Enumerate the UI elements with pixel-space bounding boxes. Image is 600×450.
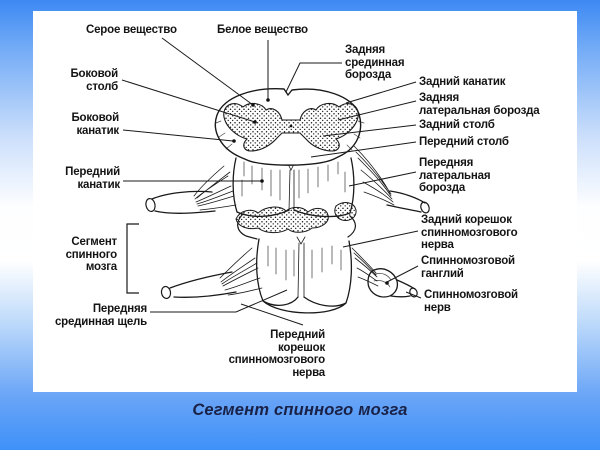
label-spinal-nerve: Спинномозговой нерв (424, 289, 518, 314)
label-posterior-root: Задний корешок спинномозгового нерва (421, 214, 518, 251)
label-lateral-column: Боковой столб (70, 68, 118, 93)
label-anterior-column: Передний столб (419, 136, 509, 148)
label-anterior-funiculus: Передний канатик (65, 166, 120, 191)
label-posterior-lateral-sulcus: Задняя латеральная борозда (419, 92, 540, 117)
lower-segment-drawing (160, 202, 418, 314)
leader-lines (121, 37, 422, 326)
segment-bracket (126, 223, 139, 294)
label-spinal-ganglion: Спинномозговой ганглий (421, 255, 515, 280)
label-posterior-median-sulcus: Задняя срединная борозда (345, 44, 405, 81)
label-anterior-root: Передний корешок спинномозгового нерва (228, 329, 326, 379)
label-posterior-column: Задний столб (419, 119, 495, 131)
diagram-panel (33, 11, 577, 392)
label-white-matter: Белое вещество (217, 24, 308, 36)
leader-endpoint-dots (232, 98, 389, 285)
label-anterior-median-fissure: Передняя срединная щель (54, 303, 147, 328)
label-posterior-funiculus: Задний канатик (419, 76, 506, 88)
label-gray-matter: Серое вещество (86, 24, 177, 36)
label-anterior-lateral-sulcus: Передняя латеральная борозда (419, 157, 491, 194)
upper-segment-drawing (145, 88, 430, 218)
slide-caption: Сегмент спинного мозга (192, 401, 408, 419)
label-segment-span: Сегмент спинного мозга (65, 236, 118, 273)
label-lateral-funiculus: Боковой канатик (71, 112, 119, 137)
